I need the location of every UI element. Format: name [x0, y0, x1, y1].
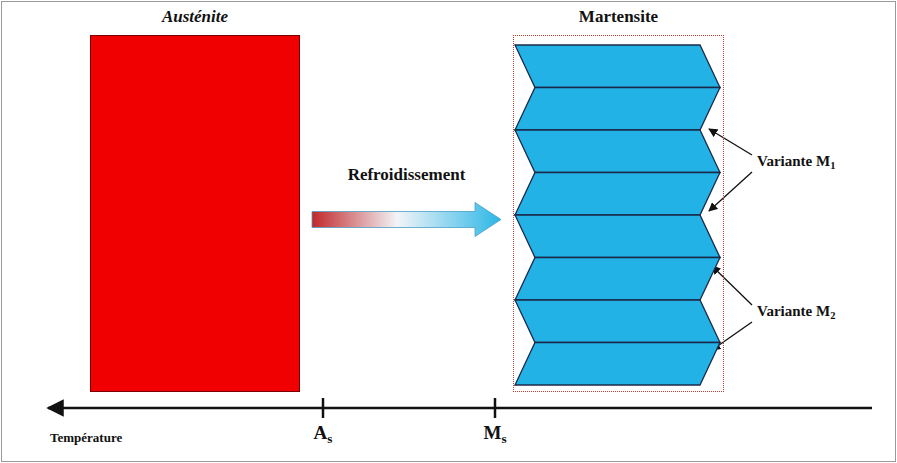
martensite-block: Martensite [513, 35, 724, 392]
phase-name: Austénite [162, 7, 228, 26]
arrow-body [312, 203, 501, 237]
variant-lath [515, 45, 720, 88]
temperature-mark: As [314, 422, 333, 447]
cooling-arrow [312, 203, 501, 237]
axis-tick [494, 398, 497, 418]
variant-lath [515, 342, 720, 385]
variant-lath [515, 172, 720, 215]
phase-name: Martensite [579, 7, 658, 26]
variant-lath [515, 257, 720, 300]
leader-arrow [712, 266, 752, 305]
variant-label: Variante M1 [757, 153, 835, 171]
temperature-axis [48, 407, 872, 410]
variant-lath [515, 300, 720, 343]
variant-lath [515, 130, 720, 173]
austenite-block: Austénite [90, 35, 300, 392]
node-heading-holder: Austénite [91, 7, 299, 27]
axis-title: Température [50, 430, 122, 446]
variant-label: Variante M2 [757, 303, 835, 321]
variant-lath [515, 215, 720, 258]
temperature-mark: Ms [483, 422, 506, 447]
node-heading-holder: Martensite [514, 7, 723, 27]
axis-tick [322, 398, 325, 418]
leader-arrow [709, 129, 752, 155]
process-label: Refroidissement [345, 165, 469, 185]
variant-lath [515, 87, 720, 130]
martensite-variants [513, 35, 724, 392]
